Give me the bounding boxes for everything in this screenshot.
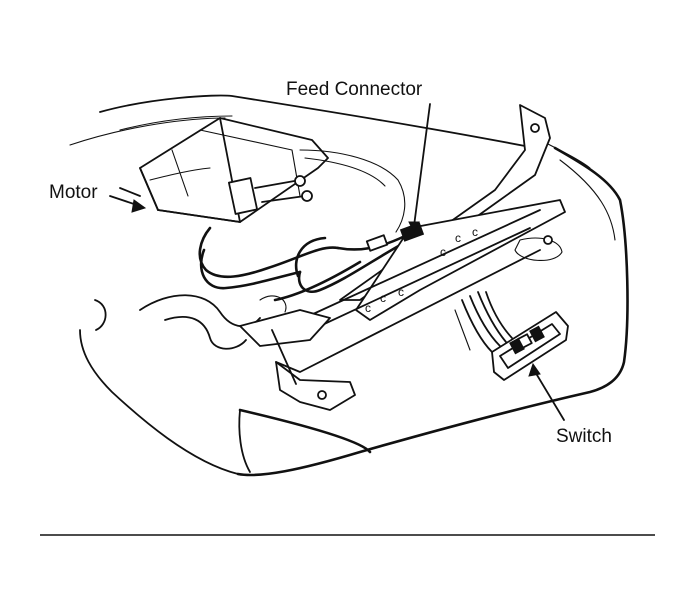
leader-lines <box>109 103 565 421</box>
switch-leader <box>533 369 565 421</box>
svg-text:c: c <box>380 291 386 305</box>
svg-text:c: c <box>398 285 404 299</box>
feed-connector <box>365 222 425 252</box>
seat-pleats <box>94 294 261 350</box>
seat-track: c c c c c c <box>239 104 566 411</box>
svg-text:c: c <box>440 245 446 259</box>
switch-label: Switch <box>556 426 612 447</box>
svg-text:c: c <box>455 231 461 245</box>
feed-connector-leader <box>413 103 431 227</box>
feed-connector-label: Feed Connector <box>286 79 423 100</box>
switch <box>491 311 569 381</box>
switch-wires <box>454 291 513 353</box>
motor-label: Motor <box>49 182 98 203</box>
svg-text:c: c <box>472 225 478 239</box>
svg-text:c: c <box>365 301 371 315</box>
motor <box>119 117 406 233</box>
seat-cushion <box>69 94 629 477</box>
